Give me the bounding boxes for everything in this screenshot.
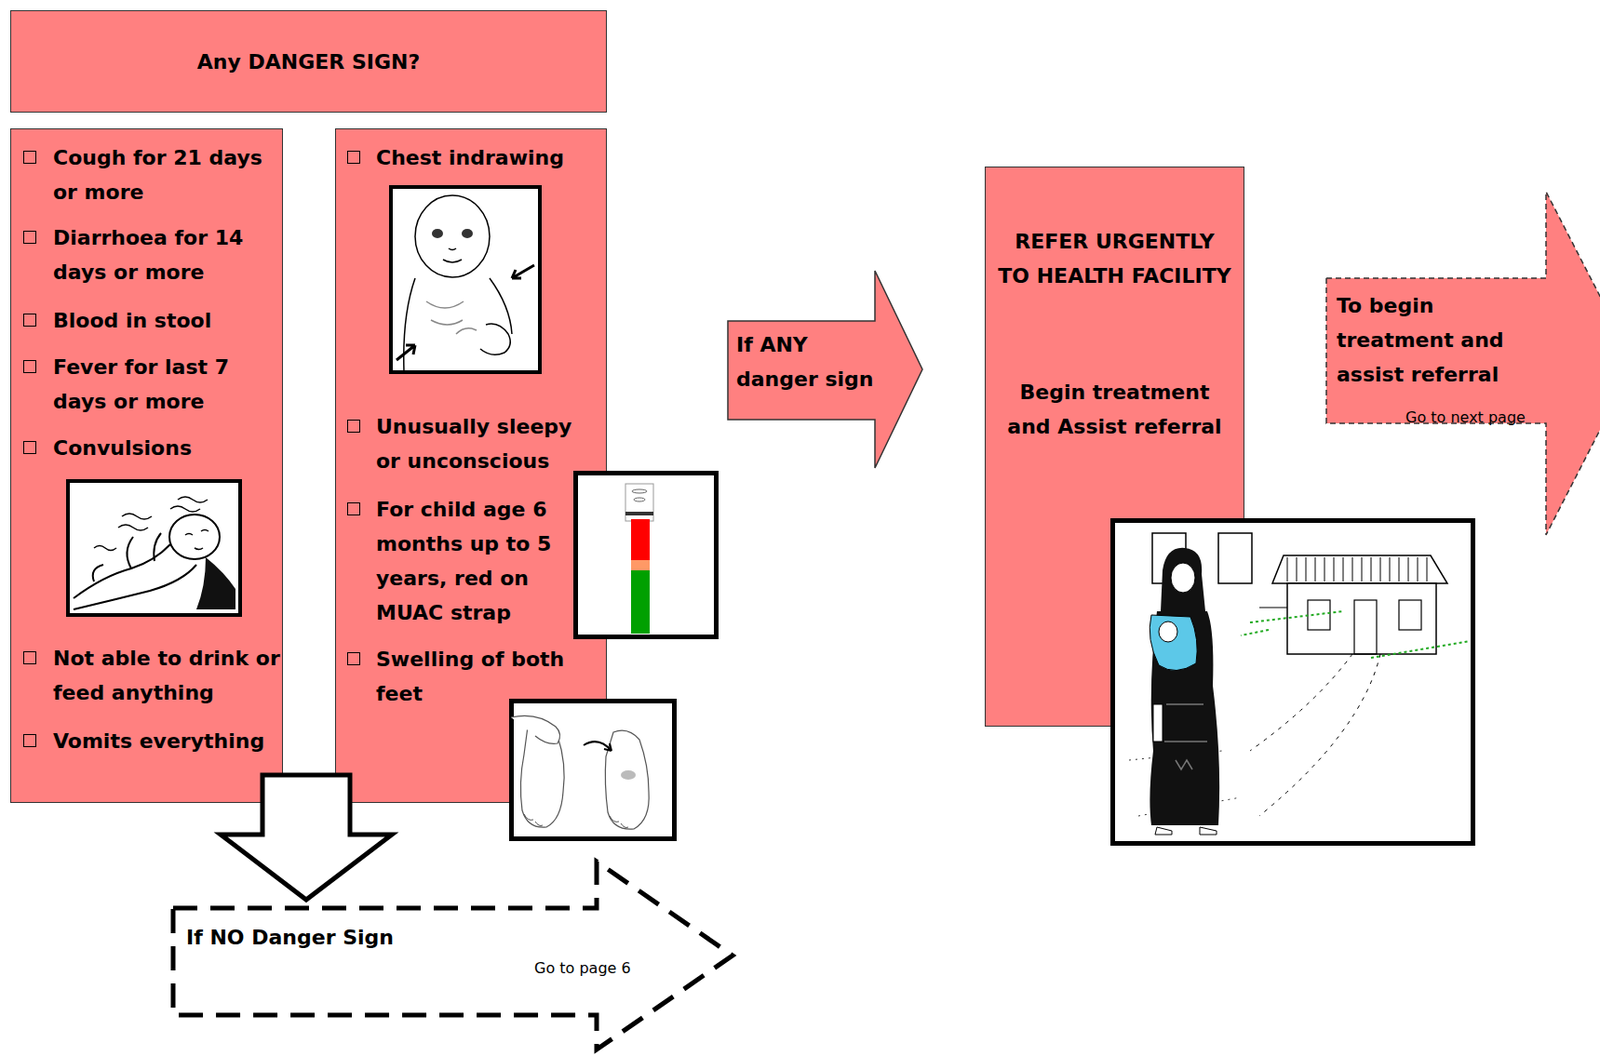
illustration-stroke [396, 345, 416, 361]
danger-sign-item: For child age 6 months up to 5 years, re… [376, 492, 574, 631]
arrow-outline [173, 861, 733, 1050]
illustration-stroke [1398, 600, 1422, 631]
illustration-stroke [510, 715, 561, 744]
danger-sign-list-box: Cough for 21 days or moreDiarrhoea for 1… [10, 128, 283, 804]
checkbox [23, 441, 37, 455]
muac-strap-illustration [573, 470, 719, 640]
illustration-stroke [1354, 600, 1377, 655]
illustration-stroke [576, 473, 717, 638]
arrow-outline [727, 270, 923, 469]
checkbox [23, 230, 37, 244]
dashed-block-arrow: To begin treatment and assist referralGo… [1326, 191, 1600, 536]
illustration-stroke [461, 228, 473, 239]
illustration-stroke [1155, 827, 1217, 835]
arrow-outline [1326, 191, 1600, 536]
checkbox [347, 652, 361, 666]
illustration-stroke [605, 730, 649, 830]
page-reference: Go to page 6 [534, 959, 684, 979]
illustration-stroke [1287, 583, 1437, 655]
arrow-shape [173, 861, 733, 1056]
illustration-stroke [631, 526, 650, 561]
illustration-stroke [426, 301, 477, 335]
dashed-block-arrow: If NO Danger Sign Go to page 6 [173, 861, 733, 1056]
illustration-stroke [67, 481, 241, 616]
checkbox [347, 502, 361, 516]
illustration-stroke [625, 511, 654, 516]
checkbox [23, 313, 37, 327]
illustration-stroke [524, 814, 629, 829]
action-heading: REFER URGENTLY TO HEALTH FACILITY [996, 224, 1233, 294]
illustration-stroke [631, 560, 650, 571]
checkbox [23, 734, 37, 748]
mother-referral-illustration [1110, 518, 1476, 847]
illustration-stroke [390, 187, 540, 373]
illustration-stroke [1218, 533, 1252, 584]
illustration-stroke [194, 548, 203, 551]
page-reference: Go to next page [1405, 408, 1555, 428]
checkbox [23, 360, 37, 374]
illustration-stroke [1153, 704, 1163, 742]
illustration-stroke [1170, 563, 1196, 593]
arrow-label: To begin treatment and assist referral [1336, 288, 1514, 392]
illustration-stroke [1113, 521, 1474, 845]
illustration-stroke [1160, 548, 1206, 612]
danger-sign-item: Vomits everything [53, 724, 282, 759]
danger-sign-item: Blood in stool [53, 303, 282, 338]
danger-sign-item: Cough for 21 days or more [53, 140, 282, 210]
illustration-stroke [1250, 654, 1381, 817]
illustration-stroke [169, 514, 220, 560]
block-arrow: If ANY danger sign [727, 269, 924, 470]
illustration-stroke [1287, 557, 1427, 582]
illustration-stroke [1149, 615, 1197, 672]
illustration-stroke [620, 770, 636, 780]
danger-sign-item: Not able to drink or feed anything [53, 641, 282, 711]
illustration-stroke [511, 701, 675, 840]
danger-sign-item: Unusually sleepy or unconscious [376, 409, 600, 479]
danger-sign-item: Chest indrawing [376, 140, 600, 175]
danger-sign-item: Fever for last 7 days or more [53, 349, 282, 419]
swollen-feet-illustration [509, 699, 677, 842]
illustration-stroke [631, 570, 650, 634]
illustration-stroke [431, 228, 444, 239]
header-box: Any DANGER SIGN? [10, 10, 607, 113]
illustration-stroke [511, 265, 535, 279]
danger-sign-item: Diarrhoea for 14 days or more [53, 220, 282, 290]
illustration-stroke [631, 489, 647, 494]
arrow-label: If ANY danger sign [736, 327, 886, 397]
illustration-stroke [1272, 555, 1448, 584]
illustration-stroke [1149, 611, 1220, 826]
action-text: Begin treatment and Assist referral [1006, 375, 1224, 444]
illustration-stroke [94, 497, 208, 552]
illustration-stroke [126, 533, 162, 569]
checkbox [23, 651, 37, 665]
danger-sign-item: Convulsions [53, 430, 282, 466]
illustration-stroke [443, 248, 462, 263]
illustration-stroke [73, 544, 171, 599]
illustration-stroke [403, 278, 512, 372]
illustration-stroke [196, 557, 236, 610]
illustration-stroke [631, 519, 650, 527]
illustration-stroke [185, 530, 209, 537]
illustration-stroke [73, 564, 197, 610]
illustration-stroke [93, 564, 104, 582]
chest-indrawing-illustration [389, 185, 542, 375]
illustration-stroke [415, 195, 490, 278]
arrow-label: If NO Danger Sign [186, 925, 485, 952]
illustration-stroke [625, 484, 654, 522]
checkbox [347, 150, 361, 164]
checkbox [23, 150, 37, 164]
illustration-stroke [1240, 611, 1470, 659]
illustration-stroke [480, 323, 511, 355]
illustration-stroke [583, 741, 612, 752]
illustration-stroke [633, 497, 646, 502]
block-arrow-connector [220, 775, 392, 901]
checkbox [347, 419, 361, 433]
illustration-stroke [1164, 704, 1208, 770]
illustration-stroke [1158, 621, 1178, 643]
header-text: Any DANGER SIGN? [11, 44, 606, 80]
convulsion-illustration [66, 479, 243, 618]
